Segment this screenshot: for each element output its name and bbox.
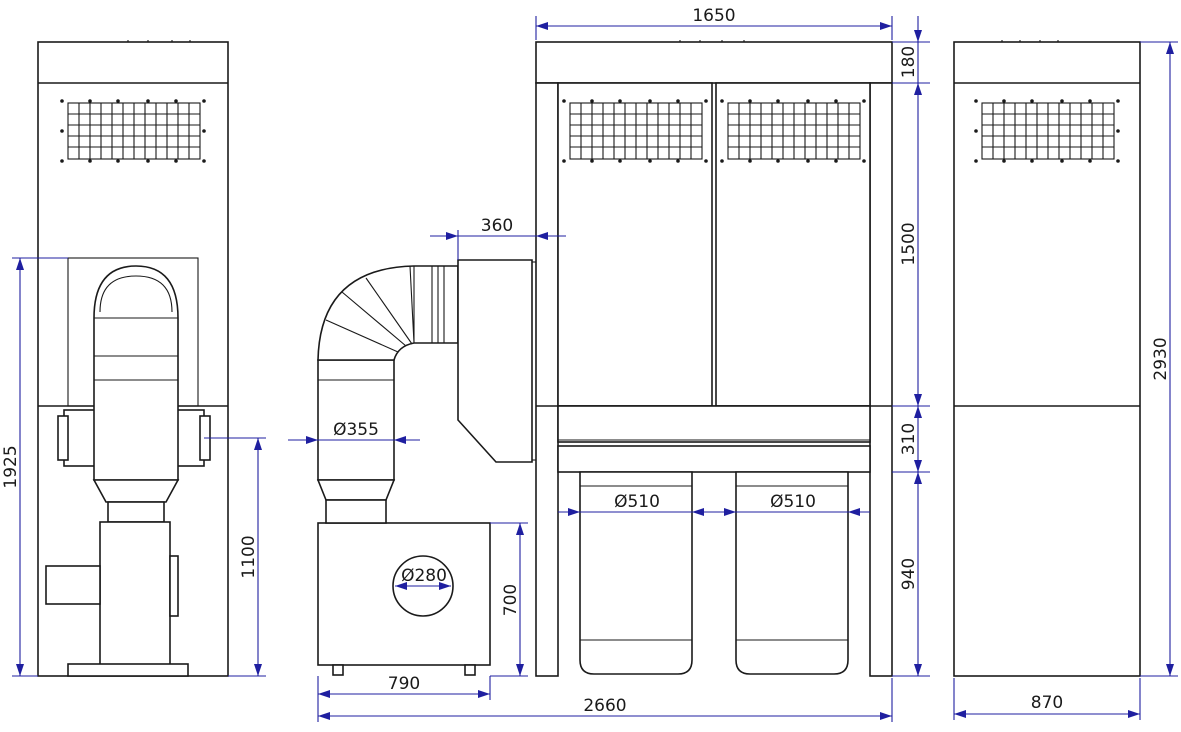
dim-fan-box-width: 790 bbox=[388, 674, 420, 694]
dim-leg-height: 940 bbox=[899, 558, 919, 590]
dimension-lines bbox=[12, 16, 1178, 722]
collection-bag-right bbox=[735, 471, 849, 675]
vent-grille-left bbox=[60, 99, 206, 163]
dim-filter-height: 1500 bbox=[899, 222, 919, 265]
dim-fan-inlet-height: 1100 bbox=[239, 535, 259, 578]
dim-total-height: 2930 bbox=[1151, 337, 1171, 380]
collection-bag-left bbox=[579, 471, 693, 675]
dim-total-length: 2660 bbox=[583, 696, 626, 716]
dim-duct-offset: 360 bbox=[481, 216, 513, 236]
dim-fan-box-height: 700 bbox=[501, 584, 521, 616]
vent-grille-front-left bbox=[562, 99, 708, 163]
dim-fan-inlet-diameter: Ø280 bbox=[401, 566, 447, 586]
dim-fan-outlet-height: 1925 bbox=[1, 445, 21, 488]
vent-grille-right bbox=[974, 99, 1120, 163]
dim-side-depth: 870 bbox=[1031, 693, 1063, 713]
left-side-view bbox=[37, 40, 229, 677]
dimension-labels: 1650 180 1500 310 940 2930 870 2660 790 … bbox=[1, 6, 1171, 716]
right-side-view bbox=[953, 40, 1141, 677]
dim-hopper-height: 310 bbox=[899, 423, 919, 455]
dim-front-width: 1650 bbox=[692, 6, 735, 26]
dim-bag-diameter-left: Ø510 bbox=[614, 492, 660, 512]
front-view bbox=[535, 40, 893, 677]
vent-grille-front-right bbox=[720, 99, 866, 163]
dim-top-height: 180 bbox=[899, 46, 919, 78]
fan-and-duct bbox=[316, 259, 536, 676]
dim-bag-diameter-right: Ø510 bbox=[770, 492, 816, 512]
dim-duct-diameter: Ø355 bbox=[333, 420, 379, 440]
